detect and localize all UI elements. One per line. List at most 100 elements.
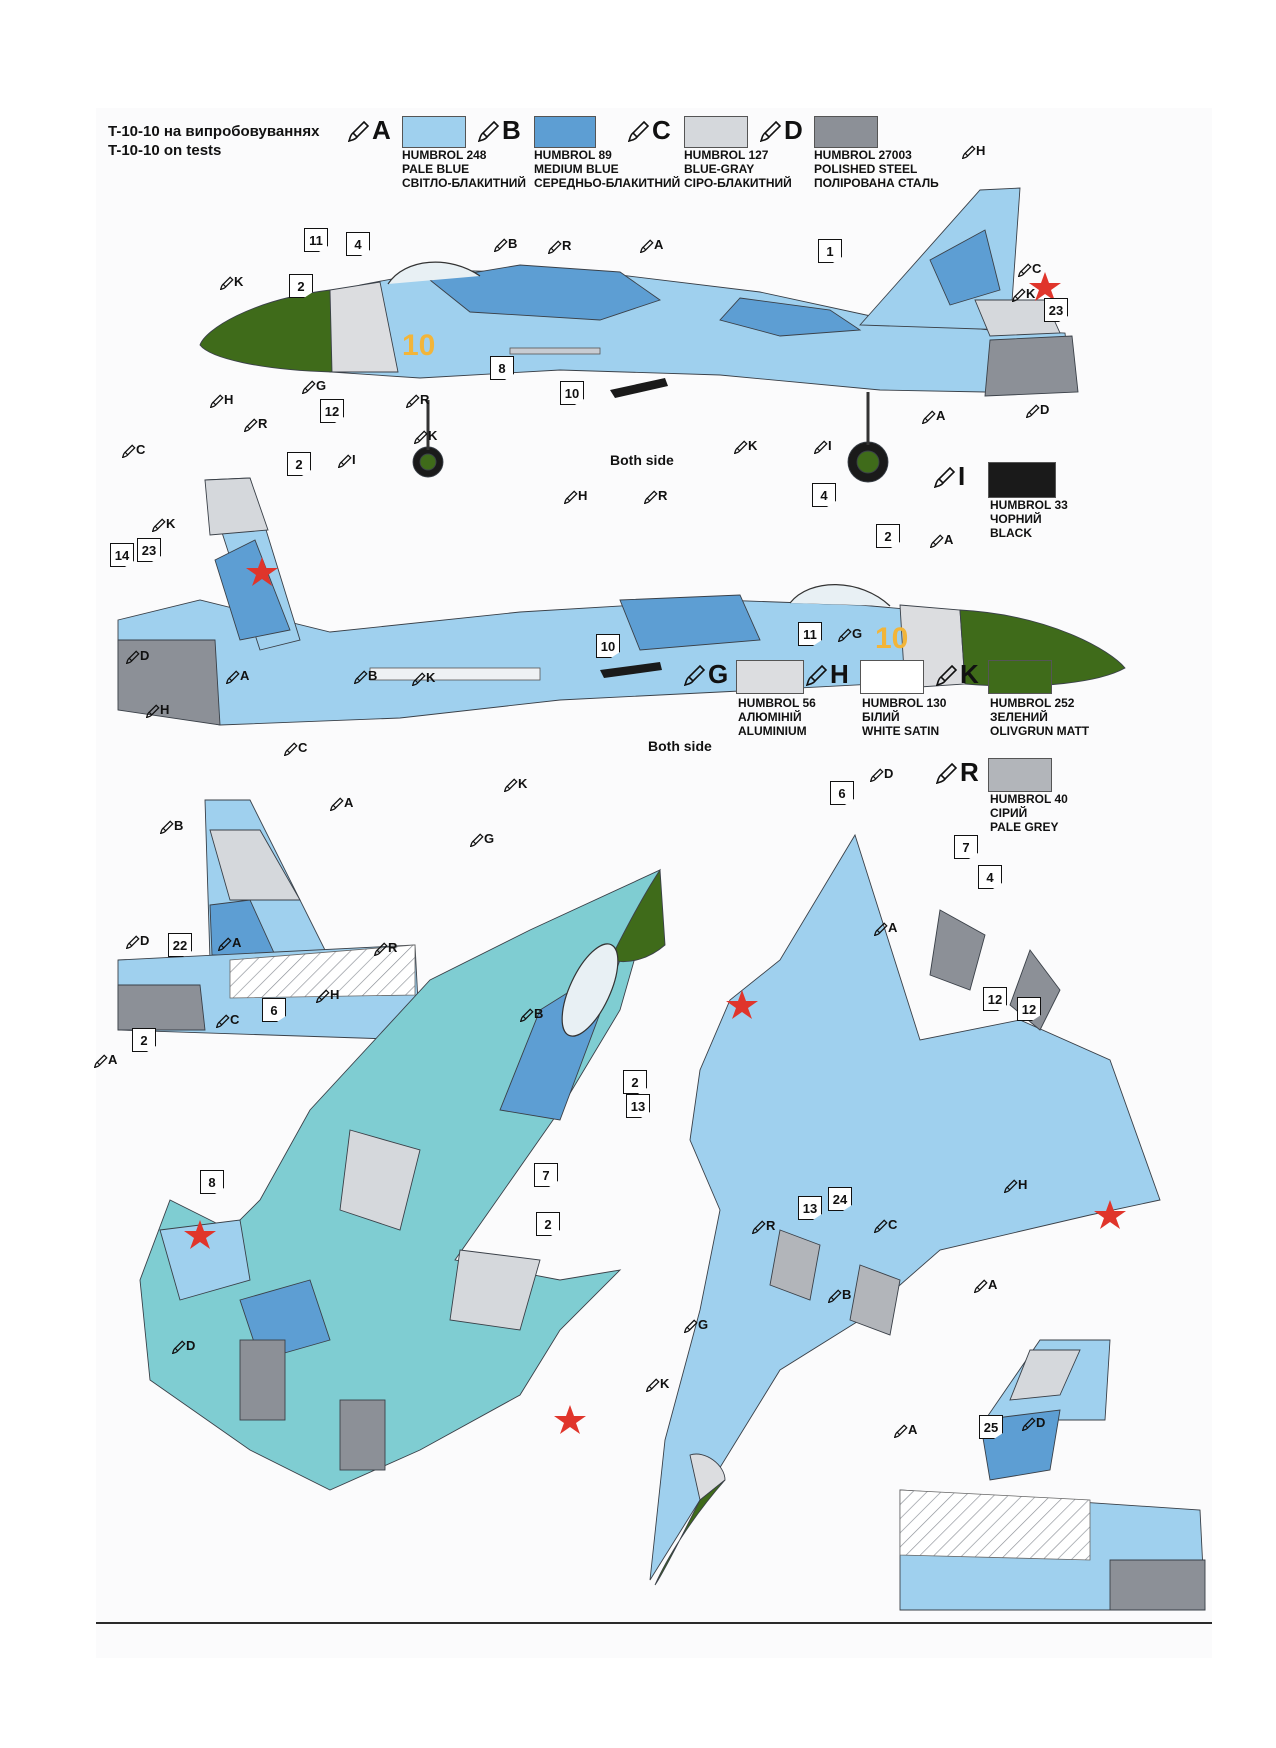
- paint-ref: H: [1003, 1177, 1028, 1194]
- paint-ref-letter: R: [258, 416, 268, 431]
- paintbrush-icon: [405, 392, 420, 409]
- paintbrush-icon: [683, 664, 706, 687]
- paint-ref: A: [217, 935, 241, 952]
- profile-right-side: 10: [117, 477, 1126, 726]
- callout-number: 7: [954, 835, 978, 859]
- paintbrush-icon: [329, 795, 344, 812]
- paint-ref-letter: C: [298, 740, 308, 755]
- callout-number: 2: [287, 452, 311, 476]
- paint-letter: D: [784, 115, 803, 145]
- paint-ref: K: [151, 516, 175, 533]
- paint-ref: R: [405, 392, 429, 409]
- paint-ref-letter: H: [330, 987, 340, 1002]
- paint-color-box: [736, 660, 804, 694]
- paint-color-box: [814, 116, 878, 148]
- paint-ref: D: [125, 648, 149, 665]
- paint-ref: B: [493, 236, 517, 253]
- paintbrush-icon: [1011, 286, 1026, 303]
- paint-line3: WHITE SATIN: [862, 724, 940, 738]
- paintbrush-icon: [643, 488, 658, 505]
- paintbrush-icon: [353, 668, 368, 685]
- paintbrush-icon: [837, 626, 852, 643]
- paint-ref-letter: R: [766, 1218, 776, 1233]
- callout-number: 1: [818, 239, 842, 263]
- paint-ref: B: [519, 1006, 543, 1023]
- paint-ref: R: [373, 940, 397, 957]
- paint-ref-letter: I: [352, 452, 356, 467]
- paint-letter: G: [708, 659, 729, 689]
- paint-ref: G: [837, 626, 863, 643]
- paintbrush-icon: [477, 120, 500, 143]
- paint-ref: A: [329, 795, 353, 812]
- both-side-note-2: Both side: [648, 738, 712, 754]
- paint-ref: A: [973, 1277, 997, 1294]
- paintbrush-icon: [159, 818, 174, 835]
- paint-ref: C: [215, 1012, 239, 1029]
- paintbrush-icon: [563, 488, 578, 505]
- paint-line1: HUMBROL 56: [738, 696, 816, 710]
- paint-line1: HUMBROL 252: [990, 696, 1075, 710]
- paint-ref: K: [413, 428, 437, 445]
- paint-ref: D: [869, 766, 893, 783]
- paint-ref: G: [469, 831, 494, 848]
- paint-ref-letter: K: [748, 438, 758, 453]
- paint-color-box: [988, 660, 1052, 694]
- callout-number: 4: [346, 232, 370, 256]
- callout-number: 8: [200, 1170, 224, 1194]
- paint-ref-letter: C: [136, 442, 146, 457]
- paint-ref: D: [1021, 1415, 1045, 1432]
- paint-ref-letter: G: [316, 378, 327, 393]
- paintbrush-icon: [805, 664, 828, 687]
- paintbrush-icon: [243, 416, 258, 433]
- paint-ref: K: [645, 1376, 670, 1393]
- callout-number: 13: [798, 1196, 822, 1220]
- paintbrush-icon: [683, 1317, 698, 1334]
- paint-ref-letter: C: [888, 1217, 898, 1232]
- paint-line1: HUMBROL 27003: [814, 148, 912, 162]
- paintbrush-icon: [827, 1287, 842, 1304]
- paint-letter: R: [960, 757, 979, 787]
- paint-line2: АЛЮМІНІЙ: [738, 710, 802, 724]
- callout-number: 6: [262, 998, 286, 1022]
- paintbrush-icon: [171, 1338, 186, 1355]
- tail-detail-right: [899, 1339, 1206, 1611]
- callout-number: 10: [596, 634, 620, 658]
- paint-ref: R: [643, 488, 667, 505]
- paint-ref: D: [125, 933, 149, 950]
- paint-ref-letter: K: [660, 1376, 670, 1391]
- paint-ref-letter: G: [852, 626, 863, 641]
- paint-ref: A: [225, 668, 249, 685]
- paint-color-box: [684, 116, 748, 148]
- paint-line3: BLACK: [990, 526, 1032, 540]
- paint-line2: ЗЕЛЕНИЙ: [990, 710, 1048, 724]
- both-side-note-1: Both side: [610, 452, 674, 468]
- paintbrush-icon: [347, 120, 370, 143]
- paintbrush-icon: [121, 442, 136, 459]
- paint-ref: A: [873, 920, 897, 937]
- paint-line1: HUMBROL 127: [684, 148, 769, 162]
- paint-ref: R: [751, 1218, 776, 1235]
- paint-line1: HUMBROL 40: [990, 792, 1068, 806]
- paint-line3: ПОЛІРОВАНА СТАЛЬ: [814, 176, 939, 190]
- paint-ref: H: [563, 488, 588, 505]
- paintbrush-icon: [225, 668, 240, 685]
- paint-letter: B: [502, 115, 521, 145]
- paint-ref: H: [145, 702, 169, 719]
- paint-color-box: [534, 116, 596, 148]
- callout-number: 23: [1044, 298, 1068, 322]
- paintbrush-icon: [759, 120, 782, 143]
- callout-number: 2: [536, 1212, 560, 1236]
- paintbrush-icon: [519, 1006, 534, 1023]
- paint-ref-letter: A: [108, 1052, 118, 1067]
- paintbrush-icon: [1003, 1177, 1018, 1194]
- paint-ref: H: [315, 987, 340, 1004]
- paint-line2: POLISHED STEEL: [814, 162, 918, 176]
- paint-ref-letter: H: [1018, 1177, 1028, 1192]
- paintbrush-icon: [215, 1012, 230, 1029]
- paint-ref: K: [411, 670, 435, 687]
- paint-ref-letter: H: [578, 488, 588, 503]
- bottom-rule: [96, 1622, 1212, 1624]
